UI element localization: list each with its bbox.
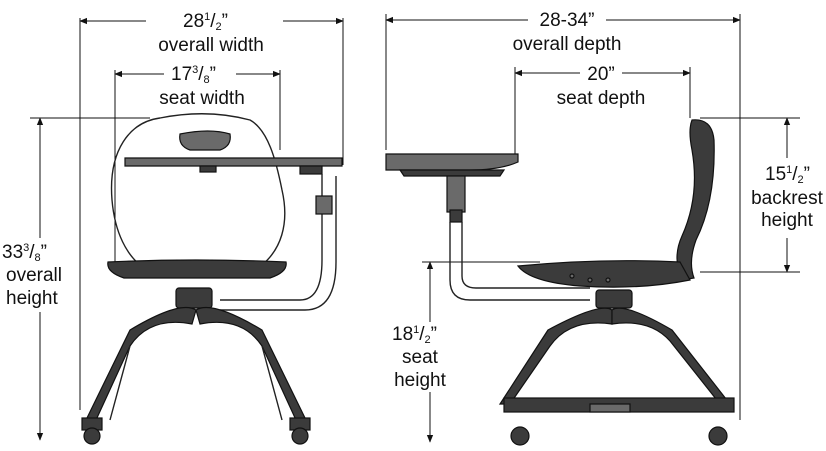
overall-width-dimension: 281/2” overall width [79, 11, 344, 410]
overall-depth-dimension: 28-34” overall depth [385, 10, 741, 420]
front-caster-left-icon [81, 417, 103, 445]
seat-depth-value: 20” [587, 64, 614, 85]
front-swivel-column [175, 287, 213, 309]
side-view-chair [385, 119, 735, 446]
backrest-height-label-2: height [761, 210, 813, 231]
overall-depth-label: overall depth [513, 34, 622, 55]
front-tablet-arm [220, 174, 323, 301]
tablet-bracket [199, 165, 217, 173]
seat-height-value: 181/2” [392, 324, 437, 346]
overall-height-dimension: 333/8” overall height [2, 117, 150, 441]
front-caster-right-icon [289, 417, 311, 445]
seat-width-label: seat width [159, 88, 245, 109]
overall-depth-value: 28-34” [540, 10, 595, 31]
backrest-height-value: 151/2” [765, 164, 810, 186]
backrest-height-dimension: 151/2” backrest height [700, 117, 824, 273]
side-caster-right-icon [708, 426, 728, 446]
seat-height-label-1: seat [402, 347, 439, 368]
overall-height-label-2: height [6, 288, 58, 309]
front-seat [107, 259, 287, 279]
overall-width-value: 281/2” [183, 11, 228, 33]
seat-depth-label: seat depth [557, 88, 646, 109]
seat-width-dimension: 173/8” seat width [114, 64, 281, 265]
backrest-handle-icon [179, 130, 231, 151]
front-base-left-leg [85, 306, 197, 421]
side-seat [516, 260, 691, 288]
front-view-chair [81, 113, 343, 445]
front-base-right-leg [195, 306, 307, 421]
seat-width-value: 173/8” [171, 64, 216, 86]
seat-height-dimension: 181/2” seat height [392, 261, 540, 443]
backrest-height-label-1: backrest [751, 188, 824, 209]
overall-width-label: overall width [158, 35, 264, 56]
side-swivel-column [595, 289, 633, 309]
tablet-clip [299, 165, 323, 175]
side-tablet-post [446, 175, 466, 213]
front-backrest [110, 113, 286, 266]
side-tablet-arm [449, 222, 590, 301]
seat-height-label-2: height [394, 370, 446, 391]
side-base [498, 307, 613, 405]
overall-height-label-1: overall [6, 265, 62, 286]
overall-height-value: 333/8” [2, 242, 47, 264]
front-tablet-desk [124, 157, 343, 167]
side-tablet-desk [385, 153, 519, 171]
side-caster-left-icon [510, 426, 530, 446]
seat-depth-dimension: 20” seat depth [514, 64, 691, 155]
side-backrest [676, 119, 715, 281]
